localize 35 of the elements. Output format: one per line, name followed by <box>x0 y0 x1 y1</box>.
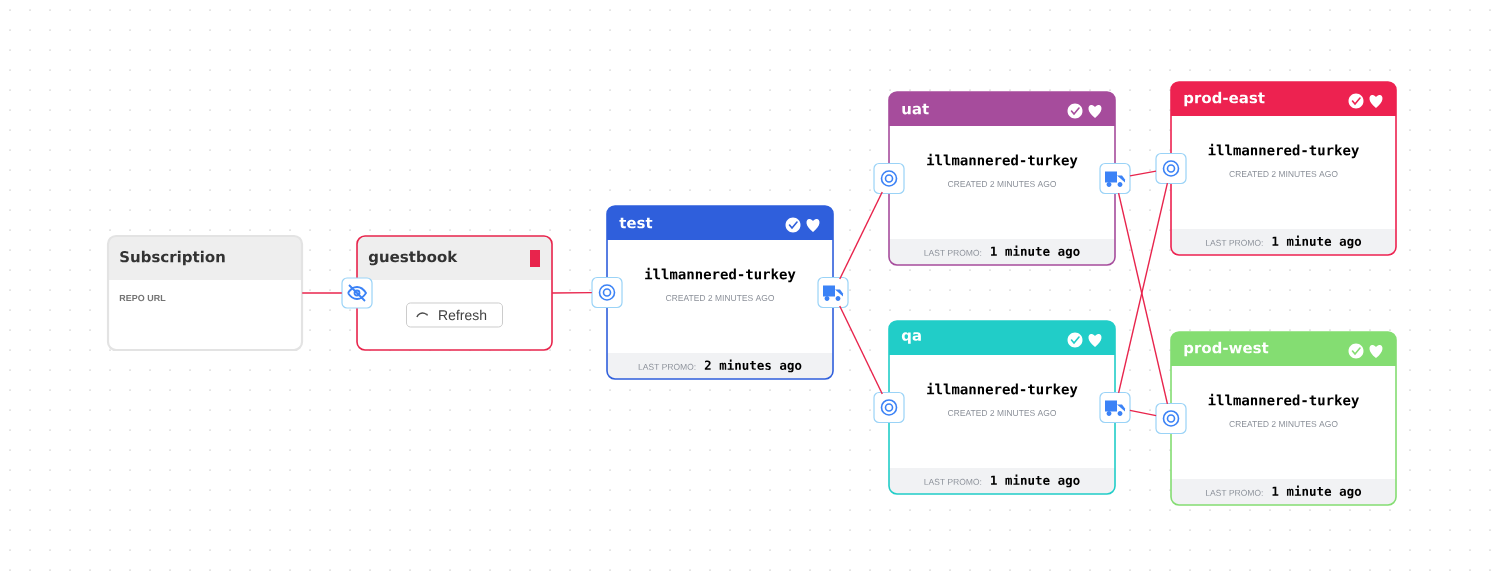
created-label: CREATED 2 MINUTES AGO <box>948 181 1057 187</box>
freight-name: illmannered-turkey <box>1208 393 1359 409</box>
promo-time: 1 minute ago <box>991 474 1080 488</box>
stage-title: prod-east <box>1184 91 1265 107</box>
stage-title: test <box>619 217 653 229</box>
freight-name: illmannered-turkey <box>927 153 1078 169</box>
created-label: CREATED 2 MINUTES AGO <box>666 295 775 301</box>
freight-name: illmannered-turkey <box>927 382 1078 398</box>
freight-name: illmannered-turkey <box>1208 143 1359 159</box>
stage-title: prod-west <box>1184 341 1269 357</box>
promo-time: 1 minute ago <box>1272 235 1362 249</box>
created-label: CREATED 2 MINUTES AGO <box>948 410 1057 416</box>
promo-label: LAST PROMO: <box>638 363 696 370</box>
freight-name: illmannered-turkey <box>645 267 796 283</box>
promo-time: 1 minute ago <box>1272 485 1362 499</box>
card-title: guestbook <box>368 250 458 266</box>
card-title: Subscription <box>120 250 225 266</box>
promo-label: LAST PROMO: <box>924 249 982 256</box>
stage-title: uat <box>902 103 929 115</box>
field-label: REPO URL <box>119 294 166 302</box>
created-label: CREATED 2 MINUTES AGO <box>1229 421 1338 427</box>
connector-line <box>839 191 883 280</box>
connector-line <box>1129 170 1157 177</box>
stage-title: qa <box>901 332 921 344</box>
promo-time: 1 minute ago <box>991 245 1080 259</box>
connector-line <box>1129 409 1157 417</box>
connector-line <box>551 291 593 294</box>
promo-label: LAST PROMO: <box>1206 489 1263 496</box>
created-label: CREATED 2 MINUTES AGO <box>1229 171 1338 177</box>
promo-time: 2 minutes ago <box>704 359 802 373</box>
promo-label: LAST PROMO: <box>1206 239 1263 246</box>
promo-label: LAST PROMO: <box>924 478 982 485</box>
connector-line <box>301 292 343 294</box>
refresh-button: Refresh <box>406 302 503 328</box>
connector-line <box>839 305 883 395</box>
